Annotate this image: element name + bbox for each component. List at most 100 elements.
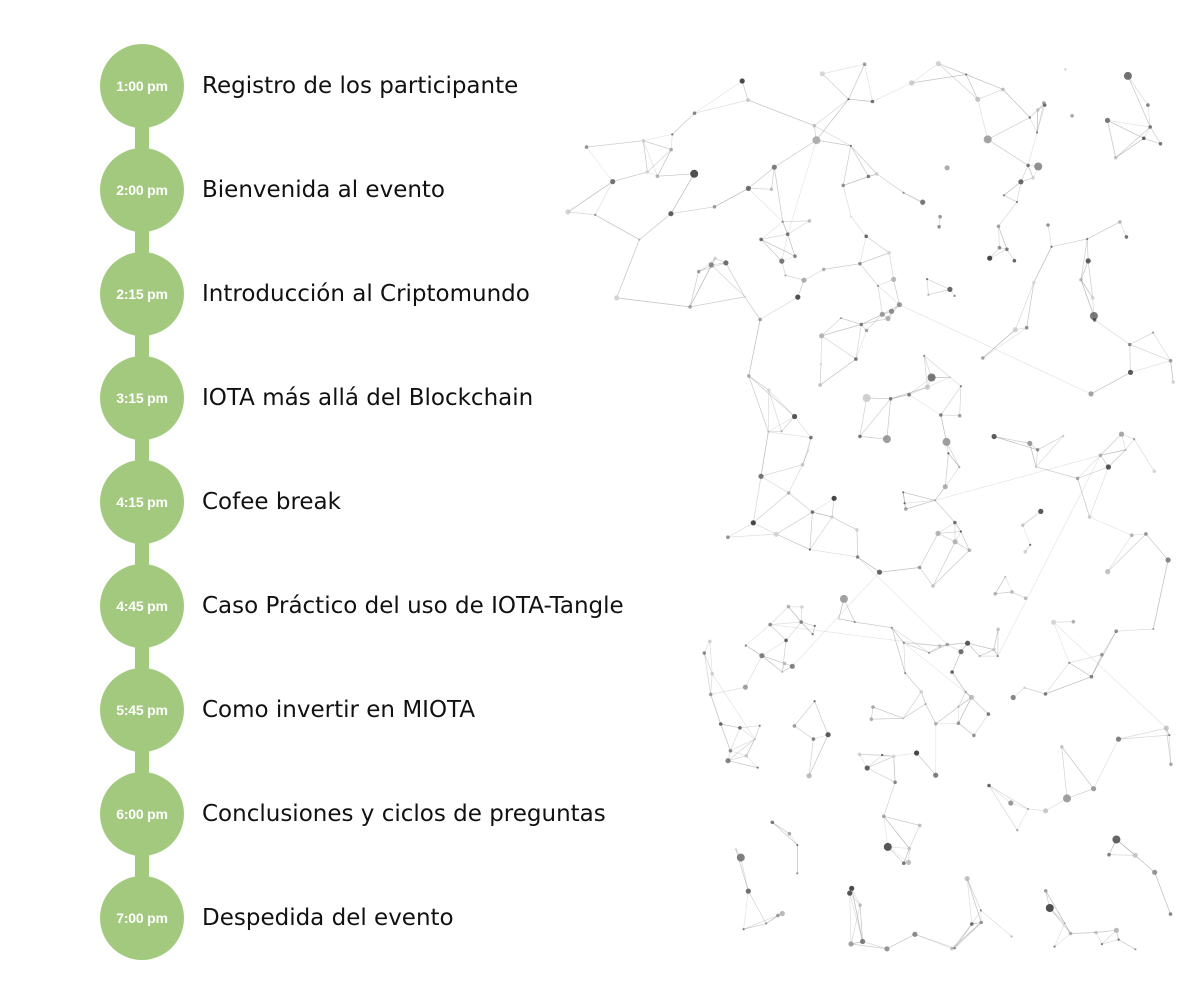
network-node <box>784 638 788 643</box>
network-node <box>1168 734 1171 737</box>
network-edge <box>1045 798 1068 812</box>
network-node <box>896 302 903 308</box>
network-node <box>850 215 853 218</box>
network-edge <box>748 188 783 222</box>
network-edge <box>855 324 862 360</box>
network-node <box>1012 258 1017 263</box>
network-node <box>796 843 799 847</box>
network-edge <box>1115 138 1144 158</box>
network-node <box>859 322 864 327</box>
network-node <box>979 920 983 925</box>
network-node <box>1112 835 1121 844</box>
network-edge <box>1026 282 1035 328</box>
network-node <box>745 185 752 191</box>
network-edge <box>859 252 890 265</box>
network-node <box>902 641 905 644</box>
network-node <box>937 644 942 648</box>
network-node <box>935 530 941 537</box>
network-node <box>779 258 785 264</box>
network-edge <box>1027 132 1038 166</box>
network-edge <box>1127 75 1149 106</box>
network-edge <box>951 922 982 949</box>
network-edge <box>727 533 777 538</box>
network-edge <box>1033 246 1052 283</box>
network-edge <box>730 727 741 751</box>
network-edge <box>1135 855 1155 873</box>
network-edge <box>727 755 747 762</box>
network-edge <box>1086 238 1089 261</box>
agenda-item: 4:45 pm Caso Práctico del uso de IOTA-Ta… <box>100 564 700 648</box>
network-edge <box>1014 282 1035 330</box>
network-node <box>1142 136 1146 141</box>
network-node <box>849 885 855 891</box>
network-node <box>1100 652 1104 657</box>
network-node <box>799 620 803 624</box>
network-edge <box>859 397 867 437</box>
network-edge <box>857 556 880 573</box>
network-node <box>813 624 816 628</box>
network-edge <box>639 213 672 240</box>
agenda-item: 1:00 pm Registro de los participante <box>100 44 700 128</box>
agenda-item: 7:00 pm Despedida del evento <box>100 876 700 960</box>
network-edge <box>1002 89 1031 118</box>
network-node <box>759 653 765 659</box>
network-edge <box>745 645 763 656</box>
network-edge <box>1036 109 1039 133</box>
network-edge <box>849 893 852 945</box>
network-edge <box>1051 238 1088 248</box>
network-node <box>792 413 798 420</box>
network-edge <box>1016 181 1022 203</box>
network-node <box>1063 794 1071 803</box>
network-node <box>1152 627 1155 631</box>
network-node <box>812 123 817 128</box>
network-edge <box>1129 344 1131 373</box>
network-edge <box>928 289 950 296</box>
network-node <box>725 758 731 764</box>
network-node <box>1042 101 1046 105</box>
network-edge <box>948 453 960 468</box>
network-edge <box>1116 839 1136 856</box>
network-node <box>965 73 968 76</box>
network-node <box>1053 945 1056 948</box>
network-edge <box>1089 516 1132 536</box>
network-node <box>847 890 853 896</box>
network-node <box>885 315 891 322</box>
network-node <box>1163 725 1169 731</box>
network-edge <box>1133 438 1155 472</box>
network-node <box>1008 800 1014 806</box>
network-edge <box>761 655 783 673</box>
network-node <box>1171 380 1175 384</box>
network-node <box>1004 575 1007 578</box>
network-node <box>765 922 768 925</box>
network-edge <box>1035 449 1038 467</box>
network-edge <box>850 145 877 175</box>
network-edge <box>1107 120 1144 139</box>
network-node <box>959 530 963 533</box>
network-edge <box>865 236 890 254</box>
network-node <box>1087 515 1092 519</box>
network-node <box>1035 448 1040 452</box>
network-edge <box>808 734 829 776</box>
network-edge <box>903 703 926 719</box>
network-edge <box>800 606 803 623</box>
time-badge: 3:15 pm <box>100 356 184 440</box>
network-edge <box>594 181 614 216</box>
network-node <box>947 286 953 292</box>
network-node <box>862 394 871 402</box>
network-edge <box>1049 907 1071 934</box>
network-node <box>933 772 939 778</box>
network-edge <box>944 453 949 487</box>
network-edge <box>787 234 796 257</box>
network-edge <box>809 512 813 550</box>
network-node <box>1043 808 1049 814</box>
network-edge <box>864 64 873 102</box>
network-edge <box>988 785 1018 831</box>
network-node <box>957 705 960 708</box>
network-node <box>1071 619 1076 624</box>
network-edge <box>1045 890 1071 934</box>
network-edge <box>689 271 700 307</box>
network-edge <box>812 511 833 518</box>
network-node <box>858 261 862 266</box>
network-edge <box>859 436 887 440</box>
network-edge <box>709 641 713 674</box>
